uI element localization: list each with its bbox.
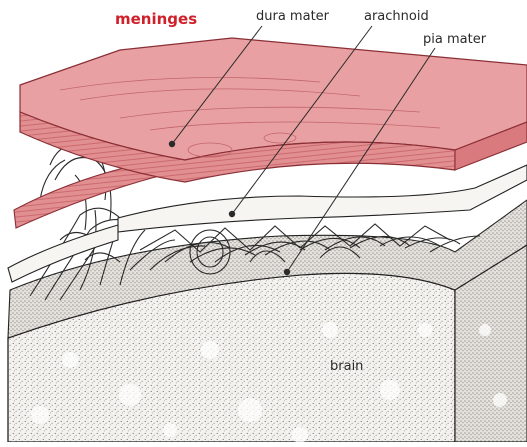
label-dura-mater: dura mater bbox=[256, 10, 329, 23]
arachnoid-marker bbox=[229, 211, 235, 217]
label-arachnoid: arachnoid bbox=[364, 10, 429, 23]
dura-marker bbox=[169, 141, 175, 147]
label-pia-mater: pia mater bbox=[423, 33, 486, 46]
pia-marker bbox=[284, 269, 290, 275]
diagram-title: meninges bbox=[115, 12, 197, 27]
label-brain: brain bbox=[330, 360, 363, 373]
dura-slab bbox=[20, 38, 527, 182]
